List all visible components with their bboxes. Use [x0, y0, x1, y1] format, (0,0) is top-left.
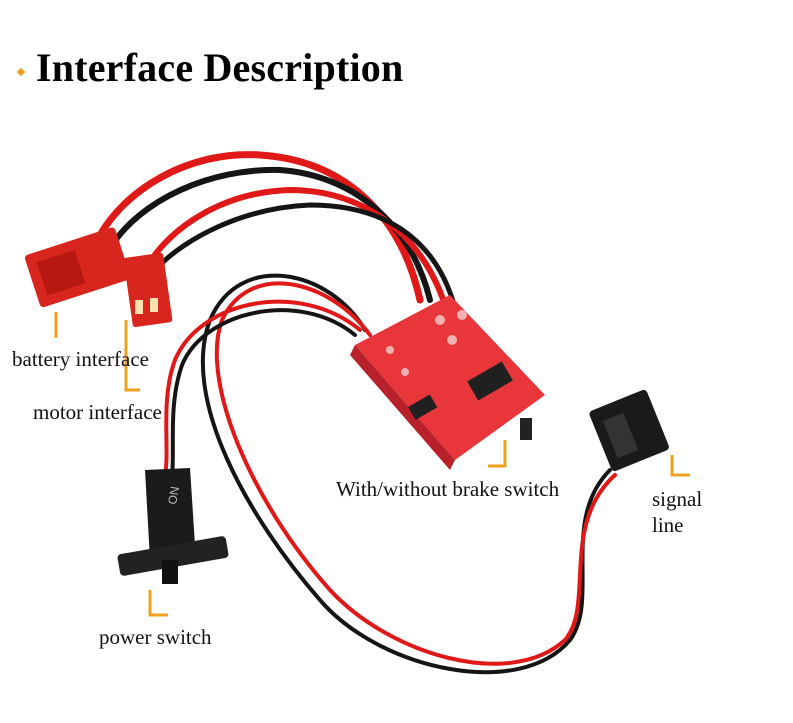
page-title: Interface Description [36, 45, 404, 90]
signal-line-label: signal line [652, 486, 702, 539]
signal-callout [670, 455, 690, 477]
heading: Interface Description [16, 44, 404, 91]
battery-connector [24, 227, 131, 308]
signal-power-wires [163, 273, 617, 675]
motor-callout [124, 320, 140, 392]
power-callout [148, 590, 168, 617]
main-wires [91, 151, 458, 311]
signal-connector [589, 389, 669, 472]
callout-markers [54, 312, 690, 617]
signal-line-label-1: signal [652, 487, 703, 511]
motor-connector [123, 252, 173, 328]
switch-marking: ON [165, 485, 182, 505]
brake-switch-label: With/without brake switch [336, 477, 560, 501]
signal-line-label-2: line [652, 513, 684, 538]
brake-callout [488, 440, 507, 468]
power-switch-icon: ON [117, 468, 229, 584]
brake-switch-icon [520, 418, 532, 440]
esc-board [350, 295, 545, 470]
battery-interface-label: battery interface [12, 347, 149, 371]
motor-interface-label: motor interface [33, 400, 162, 424]
power-switch-label: power switch [99, 625, 212, 649]
